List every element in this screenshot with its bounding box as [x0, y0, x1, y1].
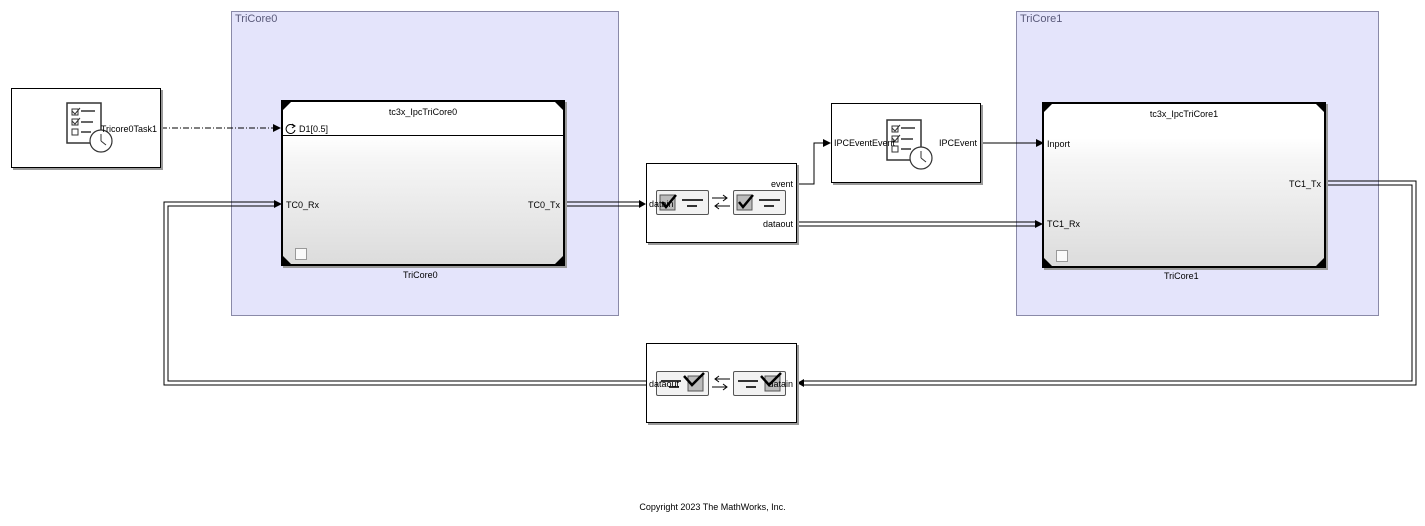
trigger-port: Inport	[1047, 139, 1071, 149]
corner-icon	[283, 256, 291, 264]
bus-line-tc0-rx	[163, 201, 646, 386]
corner-icon	[555, 102, 563, 110]
trigger-icon	[285, 123, 296, 134]
subsystem-title: tc3x_IpcTriCore1	[1149, 109, 1219, 119]
corner-icon	[1316, 258, 1324, 266]
corner-icon	[555, 256, 563, 264]
subsystem-title: tc3x_IpcTriCore0	[388, 107, 458, 117]
bus-line-dataout	[797, 221, 1037, 227]
receive-buffer-icon	[733, 190, 786, 215]
corner-icon	[1044, 258, 1052, 266]
corner-icon	[283, 102, 291, 110]
bus-line-tc0-tx	[566, 201, 641, 207]
port-label: Tricore0Task1	[100, 124, 157, 134]
send-buffer-icon	[733, 371, 786, 396]
exchange-arrows-icon	[712, 194, 730, 210]
subsystem-name: TriCore1	[1164, 271, 1199, 281]
input-port: datain	[649, 199, 674, 209]
output-port: IPCEvent	[938, 138, 977, 148]
ipc-event-block[interactable]: IPCEventEvent IPCEvent	[831, 103, 981, 183]
bus-arrow	[274, 200, 282, 208]
subsystem-tricore1[interactable]: tc3x_IpcTriCore1 Inport TC1_Rx TC1_Tx	[1042, 102, 1326, 268]
divider	[283, 135, 563, 136]
area-label: TriCore0	[235, 13, 278, 25]
ipc-receive-block[interactable]: dataout datain	[646, 343, 797, 423]
task-schedule-icon	[66, 102, 113, 153]
event-port: event	[770, 179, 793, 189]
area-label: TriCore1	[1020, 13, 1063, 25]
output-port: TC1_Tx	[1288, 179, 1321, 189]
exchange-arrows-icon	[712, 375, 730, 391]
copyright-notice: Copyright 2023 The MathWorks, Inc.	[639, 502, 786, 512]
subsystem-tricore0[interactable]: tc3x_IpcTriCore0 D1[0.5] TC0_Rx TC0_Tx	[281, 100, 565, 266]
input-port: TC0_Rx	[286, 200, 320, 210]
task-schedule-icon	[886, 119, 933, 170]
task-block[interactable]: Tricore0Task1	[11, 88, 161, 168]
corner-icon	[1044, 104, 1052, 112]
subsystem-name: TriCore0	[403, 270, 438, 280]
output-port: dataout	[649, 379, 680, 389]
event-line	[797, 139, 831, 185]
bus-arrow	[639, 200, 646, 208]
output-port: TC0_Tx	[527, 200, 560, 210]
input-port: TC1_Rx	[1047, 219, 1081, 229]
send-buffer-icon	[656, 190, 709, 215]
bus-line-tc1-tx	[804, 180, 1417, 386]
output-port: dataout	[762, 219, 793, 229]
link-badge-icon	[295, 248, 307, 260]
corner-icon	[1316, 104, 1324, 112]
bus-arrow	[797, 379, 804, 387]
bus-arrow	[1035, 220, 1043, 228]
input-port: datain	[768, 379, 793, 389]
ipc-send-block[interactable]: datain event dataout	[646, 163, 797, 243]
link-badge-icon	[1056, 250, 1068, 262]
receive-buffer-icon	[656, 371, 709, 396]
input-port: IPCEventEvent	[834, 138, 896, 148]
trigger-port: D1[0.5]	[299, 124, 329, 134]
